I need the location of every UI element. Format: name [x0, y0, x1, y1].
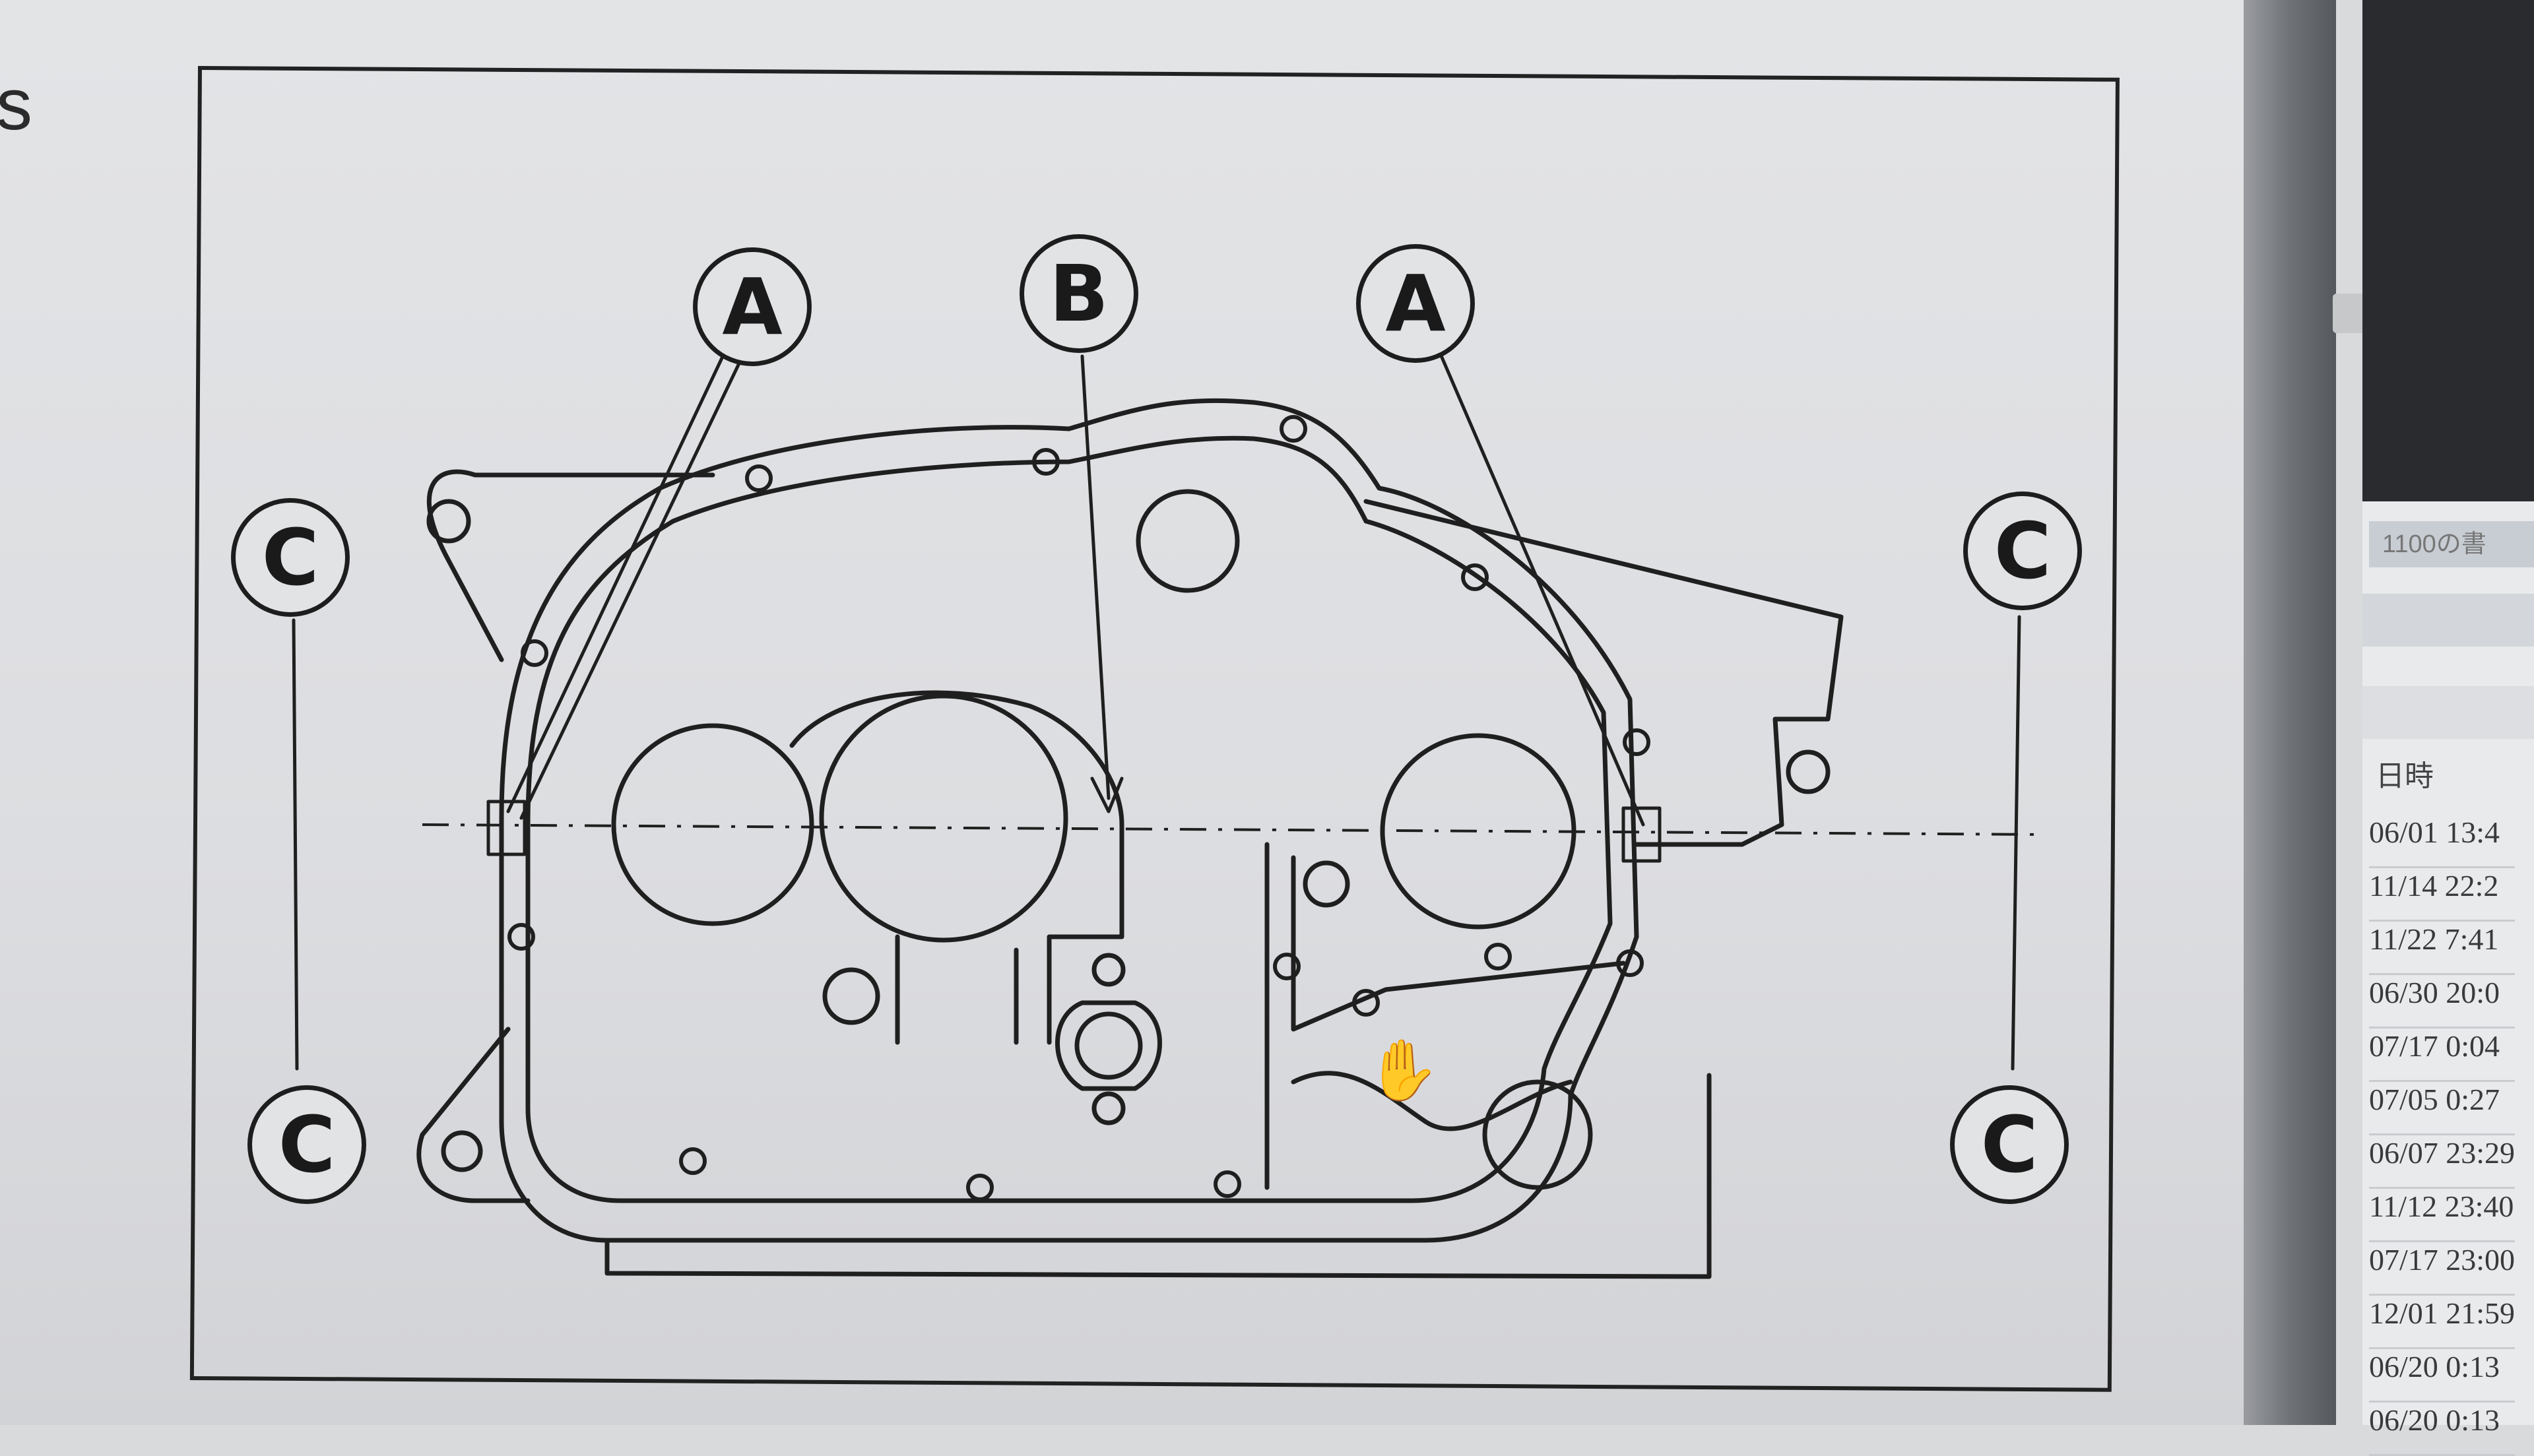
side-window-title: 1100の書	[2369, 521, 2534, 567]
left-lug-hole	[426, 499, 471, 544]
list-item[interactable]: 06/01 13:4	[2369, 815, 2516, 868]
side-window: 1100の書 日時 06/01 13:4 11/14 22:2 11/22 7:…	[2362, 0, 2534, 1456]
list-item[interactable]: 06/30 20:0	[2369, 975, 2516, 1029]
page-edge-text: s	[0, 64, 32, 145]
list-item[interactable]: 11/14 22:2	[2369, 868, 2516, 922]
callout-c-bottom-right: C	[1950, 1085, 2069, 1204]
window-divider	[2244, 0, 2336, 1425]
list-item[interactable]: 06/20 0:13	[2369, 1403, 2516, 1456]
left-mount-lug	[426, 469, 715, 662]
oil-pump-center	[1074, 1011, 1143, 1080]
side-toolbar	[2362, 594, 2534, 647]
sealant-area-left	[486, 800, 527, 856]
callout-b: B	[1020, 234, 1138, 353]
list-item[interactable]: 12/01 21:59	[2369, 1296, 2516, 1349]
callout-a-left: A	[693, 247, 812, 366]
callout-c-top-left: C	[231, 498, 350, 617]
bearing-arc	[789, 690, 1124, 1045]
leader-a-right	[1437, 348, 1645, 827]
side-window-dark-area	[2362, 0, 2534, 501]
list-item[interactable]: 11/12 23:40	[2369, 1189, 2516, 1242]
upper-bore	[1136, 489, 1240, 593]
bottom-left-lug-hole	[441, 1130, 483, 1172]
gasket-line	[525, 435, 1613, 1203]
callout-c-top-right: C	[1963, 491, 2082, 610]
leader-b	[1080, 354, 1111, 800]
oil-pump-bolt-bottom	[1091, 1091, 1126, 1125]
crankcase-diagram	[292, 348, 2046, 1279]
leader-a-left	[506, 348, 748, 820]
section-line-left	[292, 618, 299, 1071]
date-list: 06/01 13:4 11/14 22:2 11/22 7:41 06/30 2…	[2369, 815, 2516, 1456]
list-item[interactable]: 07/17 0:04	[2369, 1029, 2516, 1082]
callout-a-right: A	[1356, 244, 1475, 363]
small-boss-left	[822, 967, 880, 1025]
bottom-left-lug	[416, 1027, 531, 1203]
connecting-shaft	[895, 934, 1019, 1045]
centerline	[422, 823, 2046, 836]
small-boss-right	[1303, 860, 1350, 908]
section-line-right	[2011, 615, 2021, 1071]
main-bore	[819, 693, 1068, 943]
sealant-area-right	[1621, 806, 1662, 863]
right-bracket	[1363, 499, 1844, 847]
list-item[interactable]: 07/17 23:00	[2369, 1242, 2516, 1296]
lower-bore	[1482, 1079, 1593, 1190]
leader-b-arrow	[1090, 776, 1124, 813]
list-item[interactable]: 11/22 7:41	[2369, 922, 2516, 975]
column-header-datetime[interactable]: 日時	[2376, 760, 2434, 792]
oil-pump-plate	[1055, 1000, 1162, 1091]
list-item[interactable]: 06/20 0:13	[2369, 1349, 2516, 1403]
right-bracket-hole	[1786, 749, 1831, 794]
mid-rib	[1264, 842, 1626, 1190]
hand-pointer-icon: ✋	[1366, 1038, 1441, 1104]
lower-lobe	[1291, 1071, 1573, 1131]
left-bore	[611, 723, 814, 926]
document-page: s	[0, 0, 2244, 1425]
list-item[interactable]: 06/07 23:29	[2369, 1135, 2516, 1189]
scrollbar-handle[interactable]	[2333, 294, 2366, 333]
oil-pump-bolt-top	[1091, 953, 1126, 987]
bottom-skirt	[604, 1073, 1712, 1279]
list-item[interactable]: 07/05 0:27	[2369, 1082, 2516, 1135]
callout-c-bottom-left: C	[247, 1085, 366, 1204]
side-toolbar-secondary	[2362, 686, 2534, 739]
